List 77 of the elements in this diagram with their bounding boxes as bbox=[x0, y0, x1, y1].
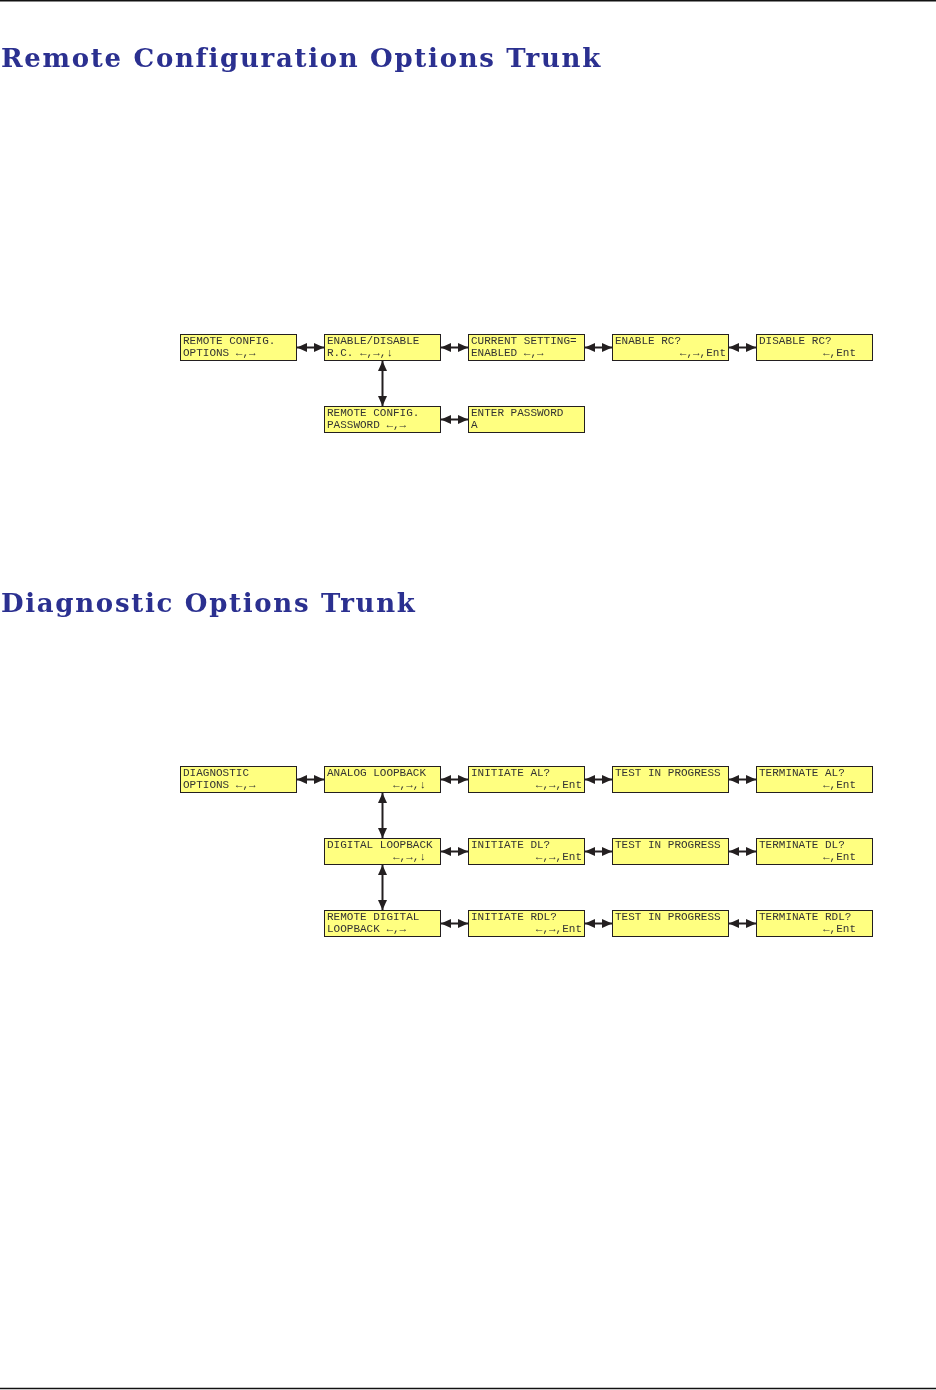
lcd-display-box bbox=[612, 838, 729, 865]
display-text: ENABLE RC? bbox=[615, 336, 681, 348]
double-arrow bbox=[728, 847, 757, 856]
lcd-display-box bbox=[612, 910, 729, 937]
display-text: ENABLE/DISABLE bbox=[327, 336, 420, 348]
display-text: ←,Ent bbox=[823, 851, 856, 863]
double-arrow bbox=[378, 360, 387, 407]
display-text: DIAGNOSTIC bbox=[183, 768, 249, 780]
double-arrow bbox=[728, 775, 757, 784]
display-text: TEST IN PROGRESS bbox=[615, 840, 721, 852]
double-arrow bbox=[378, 792, 387, 839]
display-text: INITIATE AL? bbox=[471, 768, 551, 780]
display-text: OPTIONS ←,→ bbox=[183, 779, 256, 791]
lcd-display-box bbox=[324, 334, 441, 361]
display-text: ←,→,Ent bbox=[679, 347, 726, 359]
double-arrow bbox=[378, 864, 387, 911]
double-arrow bbox=[440, 415, 469, 424]
display-text: TERMINATE DL? bbox=[759, 840, 845, 852]
lcd-display-box bbox=[468, 838, 585, 865]
double-arrow bbox=[728, 919, 757, 928]
double-arrow bbox=[584, 343, 613, 352]
lcd-display-box bbox=[468, 334, 585, 361]
lcd-display-box bbox=[756, 766, 873, 793]
display-text: A bbox=[471, 419, 478, 431]
display-text: ←,→,Ent bbox=[535, 851, 582, 863]
display-text: R.C. ←,→,↓ bbox=[327, 347, 393, 359]
display-text: REMOTE CONFIG. bbox=[327, 408, 420, 420]
display-text: ←,Ent bbox=[823, 923, 856, 935]
lcd-display-box bbox=[180, 766, 297, 793]
double-arrow bbox=[440, 847, 469, 856]
lcd-display-box bbox=[324, 910, 441, 937]
display-text: ←,→,↓ bbox=[393, 851, 426, 863]
lcd-display-box bbox=[468, 406, 585, 433]
display-text: OPTIONS ←,→ bbox=[183, 347, 256, 359]
lcd-display-box bbox=[180, 334, 297, 361]
display-text: INITIATE DL? bbox=[471, 840, 551, 852]
lcd-display-box bbox=[756, 910, 873, 937]
section-heading: Remote Configuration Options Trunk bbox=[1, 43, 602, 73]
double-arrow bbox=[584, 919, 613, 928]
double-arrow bbox=[728, 343, 757, 352]
double-arrow bbox=[584, 847, 613, 856]
display-text: DISABLE RC? bbox=[759, 336, 832, 348]
lcd-display-box bbox=[756, 838, 873, 865]
lcd-display-box bbox=[468, 910, 585, 937]
lcd-display-box bbox=[324, 406, 441, 433]
display-text: REMOTE DIGITAL bbox=[327, 912, 420, 924]
display-text: ←,→,↓ bbox=[393, 779, 426, 791]
display-text: DIGITAL LOOPBACK bbox=[327, 840, 433, 852]
lcd-display-box bbox=[612, 766, 729, 793]
display-text: ←,→,Ent bbox=[535, 779, 582, 791]
display-text: PASSWORD ←,→ bbox=[327, 419, 407, 431]
display-text: CURRENT SETTING= bbox=[471, 336, 577, 348]
display-text: ENABLED ←,→ bbox=[471, 347, 544, 359]
lcd-display-box bbox=[612, 334, 729, 361]
display-text: ENTER PASSWORD bbox=[471, 408, 564, 420]
lcd-display-box bbox=[468, 766, 585, 793]
display-text: ←,Ent bbox=[823, 779, 856, 791]
display-text: INITIATE RDL? bbox=[471, 912, 557, 924]
double-arrow bbox=[584, 775, 613, 784]
display-text: TEST IN PROGRESS bbox=[615, 768, 721, 780]
double-arrow bbox=[296, 343, 325, 352]
display-text: LOOPBACK ←,→ bbox=[327, 923, 407, 935]
display-text: TERMINATE RDL? bbox=[759, 912, 852, 924]
double-arrow bbox=[440, 775, 469, 784]
lcd-display-box bbox=[324, 766, 441, 793]
double-arrow bbox=[440, 343, 469, 352]
display-text: TERMINATE AL? bbox=[759, 768, 845, 780]
display-text: ANALOG LOOPBACK bbox=[327, 768, 427, 780]
lcd-display-box bbox=[756, 334, 873, 361]
lcd-display-box bbox=[324, 838, 441, 865]
double-arrow bbox=[296, 775, 325, 784]
display-text: TEST IN PROGRESS bbox=[615, 912, 721, 924]
display-text: REMOTE CONFIG. bbox=[183, 336, 276, 348]
display-text: ←,→,Ent bbox=[535, 923, 582, 935]
double-arrow bbox=[440, 919, 469, 928]
section-heading: Diagnostic Options Trunk bbox=[1, 588, 417, 618]
display-text: ←,Ent bbox=[823, 347, 856, 359]
